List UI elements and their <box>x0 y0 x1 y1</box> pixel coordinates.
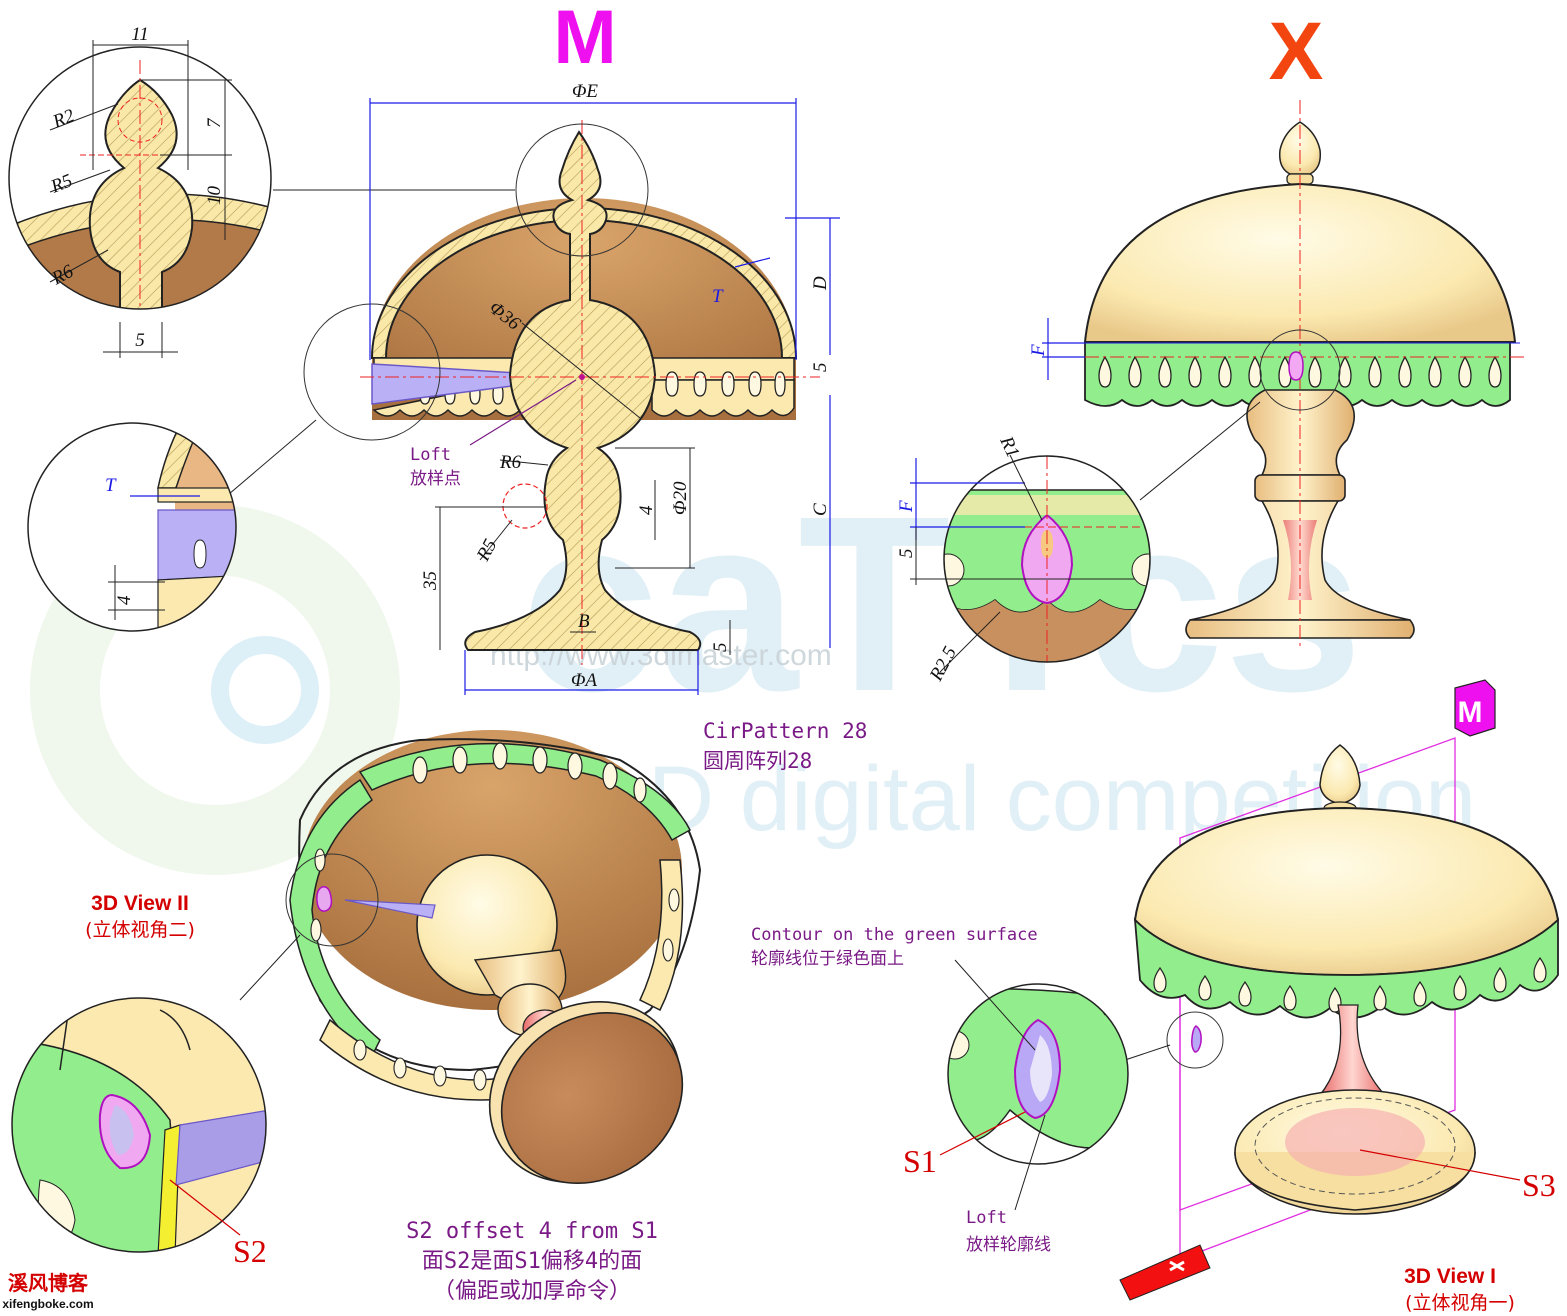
band-hole <box>1458 355 1472 388</box>
view1-title: 3D View I <box>1404 1265 1496 1288</box>
dim-t-detail: T <box>105 475 117 496</box>
finial-detail: 11 R2 7 R5 10 R6 5 <box>8 24 272 358</box>
view1-subtitle: (立体视角一) <box>1405 1292 1515 1314</box>
main-view-letter: M <box>553 0 616 80</box>
dim-r1: R1 <box>995 432 1023 461</box>
hole-detail: F 5 R1 R2.5 <box>896 432 1151 685</box>
dim-35: 35 <box>420 571 441 591</box>
view2-model <box>239 730 702 1185</box>
view1-detail <box>939 959 1129 1211</box>
dim-r5-main: R5 <box>472 536 501 565</box>
contour-label: Contour on the green surface <box>751 925 1038 945</box>
loft-point-label-cn: 放样点 <box>410 469 461 489</box>
band-hole <box>1218 355 1232 388</box>
side-view-letter: X <box>1269 6 1324 97</box>
band-hole <box>1308 355 1322 388</box>
band-hole <box>1398 355 1412 388</box>
band-hole <box>1488 355 1502 388</box>
dim-phi-a: ΦA <box>571 670 597 691</box>
plane-x-arrow <box>1119 1244 1211 1301</box>
band-hole <box>1413 980 1427 1007</box>
dim-d: D <box>810 276 831 291</box>
logo-text: 溪风博客 <box>8 1271 89 1295</box>
band-hole <box>1373 984 1387 1011</box>
cirpattern-label: CirPattern 28 <box>703 719 867 743</box>
dim-c: C <box>810 503 831 516</box>
band-hole <box>1368 355 1382 388</box>
contour-label-cn: 轮廓线位于绿色面上 <box>751 949 904 969</box>
view2-title: 3D View II <box>91 892 189 915</box>
band-hole <box>1283 984 1297 1011</box>
band-hole <box>1153 966 1167 993</box>
offset-label-cn: 面S2是面S1偏移4的面 <box>422 1249 642 1274</box>
band-hole <box>1198 974 1212 1001</box>
dim-7: 7 <box>204 117 225 128</box>
watermark: caTTcs CAD digital competition http://ww… <box>30 464 1476 875</box>
surface-s2-label: S2 <box>233 1233 267 1269</box>
dim-f-detail: F <box>896 500 917 513</box>
band-hole <box>1493 966 1507 993</box>
dim-b: B <box>578 611 590 632</box>
dim-t-main: T <box>712 286 724 307</box>
dim-4-detail: 4 <box>114 595 135 605</box>
offset-label: S2 offset 4 from S1 <box>406 1219 658 1244</box>
band-hole <box>1453 974 1467 1001</box>
view1-model: M <box>1119 679 1560 1301</box>
dim-11: 11 <box>131 24 149 45</box>
band-hole <box>1533 956 1547 983</box>
site-logo: 溪风博客 xifengboke.com <box>2 1271 93 1311</box>
band-hole <box>1428 355 1442 388</box>
view2-subtitle: (立体视角二) <box>85 919 195 941</box>
plane-m-cube: M <box>1454 679 1496 737</box>
band-hole <box>1128 355 1142 388</box>
main-section-view: ΦE Φ36 T D 5 C R6 Φ20 4 R5 35 B 5 ΦA Lof… <box>221 81 840 695</box>
dim-4-main: 4 <box>636 505 657 515</box>
watermark-brand: caTTcs <box>520 464 1363 743</box>
logo-url: xifengboke.com <box>2 1297 93 1311</box>
dim-10: 10 <box>204 186 225 206</box>
surface-s1-label: S1 <box>903 1143 937 1179</box>
surface-s3-label: S3 <box>1522 1167 1556 1203</box>
dim-5-detail: 5 <box>896 549 917 559</box>
view2-detail <box>11 997 267 1253</box>
band-hole <box>1158 355 1172 388</box>
band-hole <box>1238 980 1252 1007</box>
dim-5-base: 5 <box>710 643 731 653</box>
offset-label-cn2: （偏距或加厚命令） <box>433 1279 631 1304</box>
dim-r6-main: R6 <box>499 452 522 473</box>
band-hole <box>1188 355 1202 388</box>
dim-5-main: 5 <box>810 363 831 373</box>
dim-phi-e: ΦE <box>572 81 598 102</box>
loft-profile-label-cn: 放样轮廓线 <box>966 1235 1051 1255</box>
cube-m-label: M <box>1458 696 1483 729</box>
dim-phi-20: Φ20 <box>670 481 691 515</box>
band-hole <box>1098 355 1112 388</box>
loft-point-label: Loft <box>410 445 451 465</box>
cirpattern-label-cn: 圆周阵列28 <box>703 749 812 773</box>
dim-5-top: 5 <box>135 330 145 351</box>
loft-profile-label: Loft <box>966 1208 1007 1228</box>
dim-f-side: F <box>1028 344 1049 357</box>
side-view: F <box>1028 100 1525 650</box>
